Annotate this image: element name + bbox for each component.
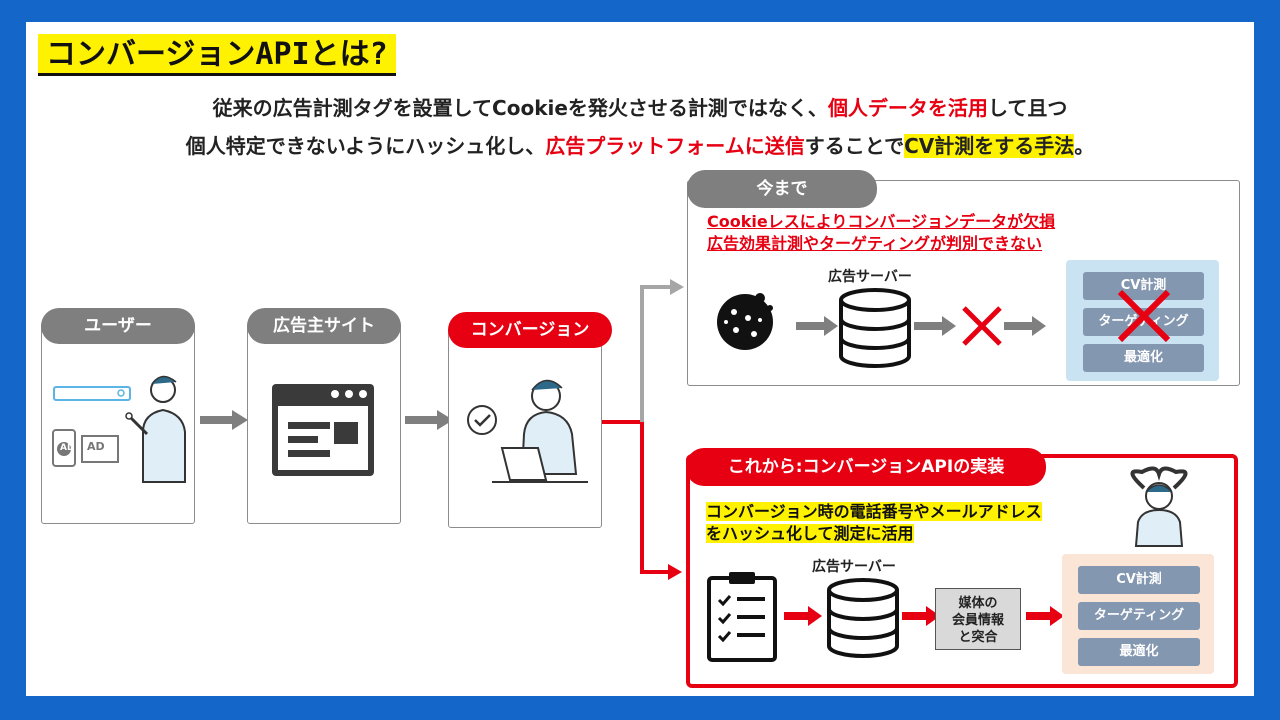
media-member-match-box: 媒体の 会員情報 と突合 [935, 588, 1021, 650]
after-note-text: をハッシュ化して測定に活用 [706, 524, 914, 543]
large-cross-icon [1117, 289, 1171, 343]
lead-emphasis-platform: 広告プラットフォームに送信 [545, 134, 805, 158]
lead-emphasis-personal-data: 個人データを活用 [827, 96, 988, 120]
lead-text: することで [804, 134, 905, 158]
slide: コンバージョンAPIとは? 従来の広告計測タグを設置してCookieを発火させる… [26, 22, 1254, 696]
arrow-right-icon [914, 316, 956, 336]
before-note-line-1: Cookieレスによりコンバージョンデータが欠損 [707, 212, 1056, 231]
lead-text: 従来の広告計測タグを設置してCookieを発火させる計測ではなく、 [212, 96, 828, 120]
ad-badge-text: AD [60, 443, 75, 453]
after-note-line-1: コンバージョン時の電話番号やメールアドレス [706, 502, 1042, 522]
lead-highlight-cv: CV計測をする手法 [904, 134, 1075, 158]
lead-text: 。 [1074, 134, 1095, 158]
flow-connectors [602, 279, 684, 580]
after-note-text: コンバージョン時の電話番号やメールアドレス [706, 502, 1042, 521]
after-note-line-2: をハッシュ化して測定に活用 [706, 524, 914, 544]
cross-icon [962, 306, 1002, 346]
lead-text: して且つ [987, 96, 1068, 120]
arrow-right-red-icon [902, 606, 940, 626]
arrow-right-icon [200, 410, 248, 430]
ad-banner-text: AD [87, 440, 105, 453]
media-text-line-2: 会員情報 [951, 613, 1004, 628]
after-result-cv: CV計測 [1078, 566, 1200, 594]
browser-window-icon [272, 384, 374, 476]
before-note-line-2: 広告効果計測やターゲティングが判別できない [707, 234, 1043, 253]
person-ok-sign-icon [1130, 466, 1188, 547]
database-server-icon [839, 288, 911, 368]
media-text-line-1: 媒体の [958, 596, 998, 611]
after-result-targeting: ターゲティング [1078, 602, 1200, 630]
before-result-optimization: 最適化 [1083, 344, 1204, 372]
arrow-right-icon [1004, 316, 1046, 336]
arrow-right-icon [796, 316, 838, 336]
page-title: コンバージョンAPIとは? [38, 34, 396, 76]
user-with-device-icon [52, 375, 186, 483]
database-server-icon [827, 578, 899, 658]
checklist-clipboard-icon [707, 572, 777, 662]
conversion-label: コンバージョン [448, 312, 612, 348]
before-result-cv: CV計測 [1083, 272, 1204, 300]
after-result-optimization: 最適化 [1078, 638, 1200, 666]
arrow-right-icon [405, 410, 453, 430]
user-label: ユーザー [41, 308, 195, 344]
cookie-icon [717, 293, 773, 350]
media-text-line-3: と突合 [958, 630, 998, 645]
before-label: 今まで [687, 170, 877, 208]
after-server-caption: 広告サーバー [812, 559, 896, 575]
lead-text: 個人特定できないようにハッシュ化し、 [185, 134, 546, 158]
advertiser-site-label: 広告主サイト [247, 308, 401, 344]
lead-line-2: 個人特定できないようにハッシュ化し、広告プラットフォームに送信することでCV計測… [26, 130, 1254, 159]
arrow-right-red-icon [1026, 606, 1064, 626]
before-server-caption: 広告サーバー [828, 269, 912, 285]
arrow-right-red-icon [784, 606, 822, 626]
person-with-laptop-icon [467, 379, 588, 483]
lead-line-1: 従来の広告計測タグを設置してCookieを発火させる計測ではなく、個人データを活… [26, 92, 1254, 121]
after-label: これから:コンバージョンAPIの実装 [686, 448, 1046, 486]
